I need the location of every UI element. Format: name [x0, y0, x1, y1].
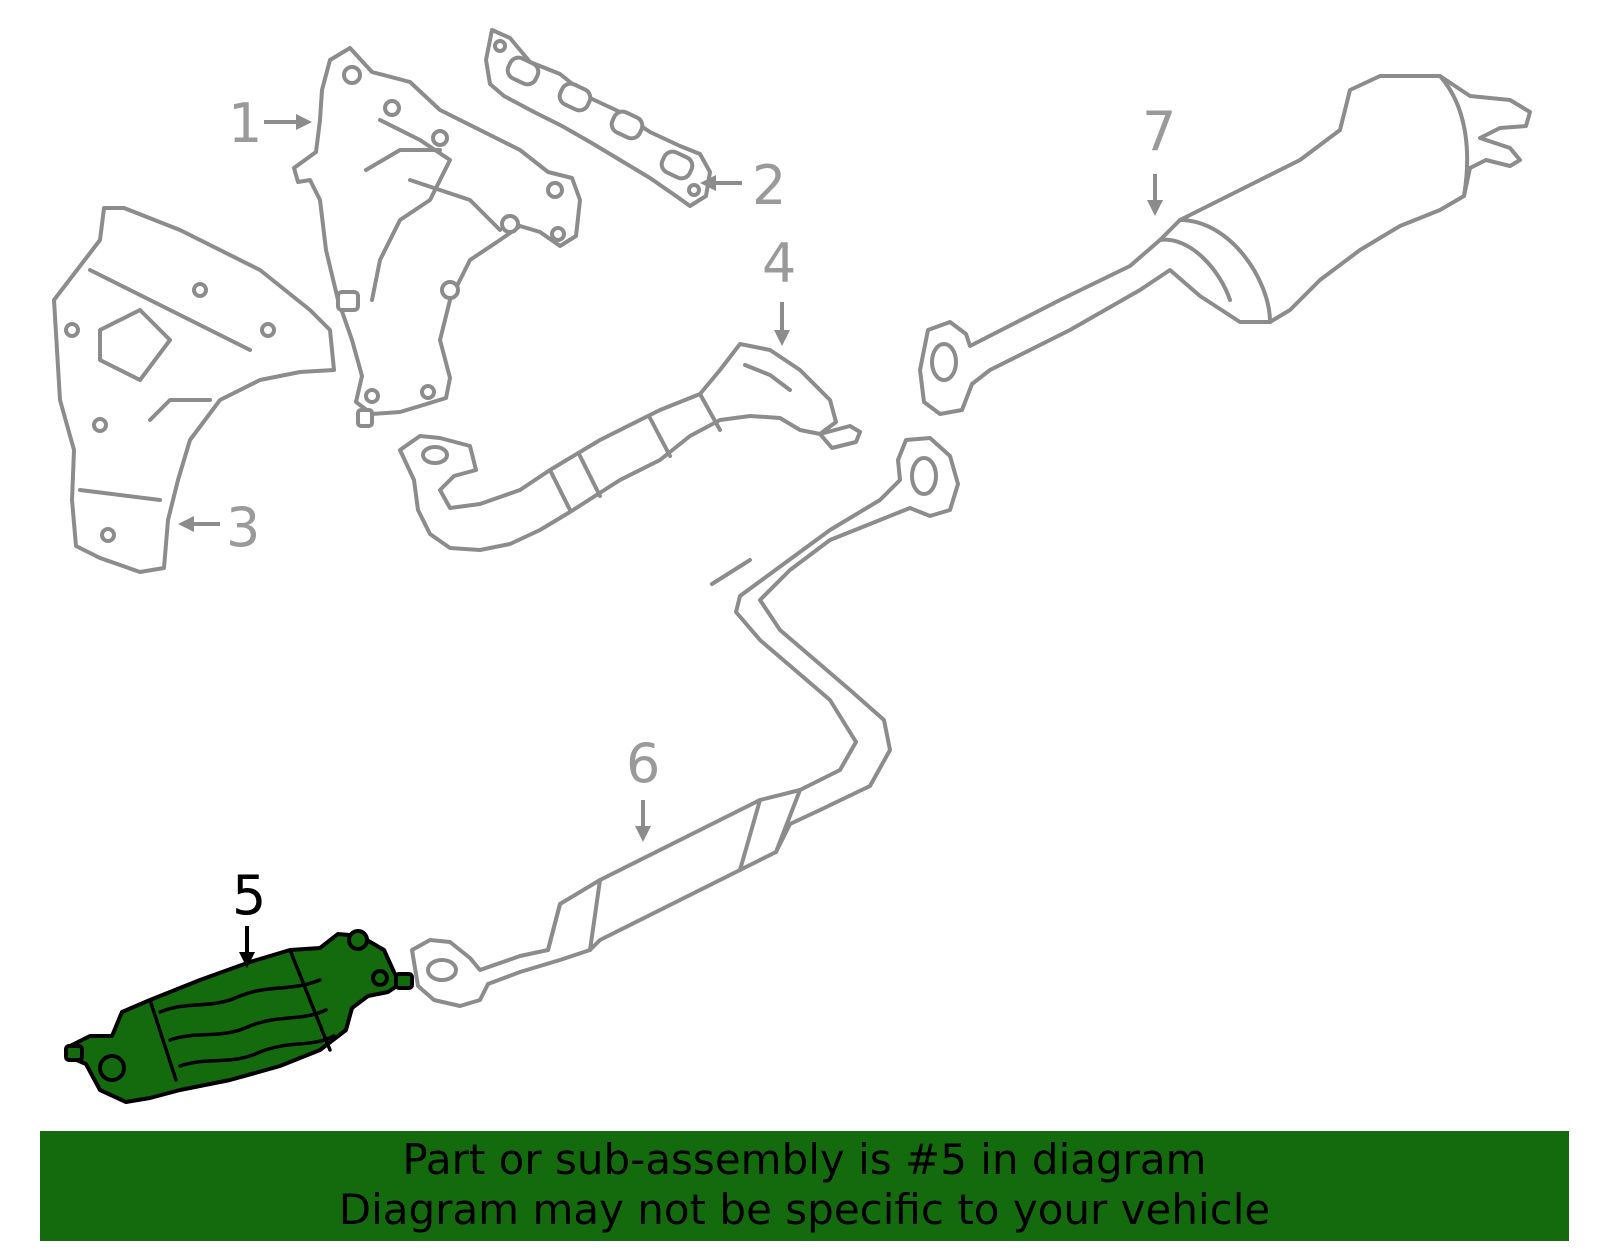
part-2-manifold-gasket[interactable] — [484, 28, 712, 208]
callout-7: 7 — [1142, 100, 1176, 216]
callout-5: 5 — [232, 864, 266, 968]
callout-7-label: 7 — [1142, 100, 1176, 163]
callout-1: 1 — [228, 92, 312, 155]
callout-2: 2 — [700, 154, 786, 217]
callout-6-label: 6 — [626, 732, 660, 795]
part-6-intermediate-pipe[interactable] — [410, 436, 960, 1008]
callout-4: 4 — [762, 232, 796, 346]
part-3-heat-shield[interactable] — [52, 206, 336, 574]
callout-1-label: 1 — [228, 92, 262, 155]
callout-3: 3 — [178, 496, 260, 559]
part-7-muffler[interactable] — [918, 74, 1532, 416]
callout-3-label: 3 — [226, 496, 260, 559]
callout-4-label: 4 — [762, 232, 796, 295]
part-4-front-pipe[interactable] — [398, 342, 862, 552]
callout-2-label: 2 — [752, 154, 786, 217]
banner-line-part: Part or sub-assembly is #5 in diagram — [402, 1135, 1207, 1184]
banner-line-disclaimer: Diagram may not be specific to your vehi… — [338, 1185, 1271, 1234]
callout-5-label: 5 — [232, 864, 266, 927]
part-1-exhaust-manifold[interactable] — [292, 46, 582, 428]
part-info-banner: Part or sub-assembly is #5 in diagram Di… — [40, 1131, 1569, 1241]
callout-6: 6 — [626, 732, 660, 842]
part-5-catalytic-converter[interactable] — [64, 929, 414, 1104]
